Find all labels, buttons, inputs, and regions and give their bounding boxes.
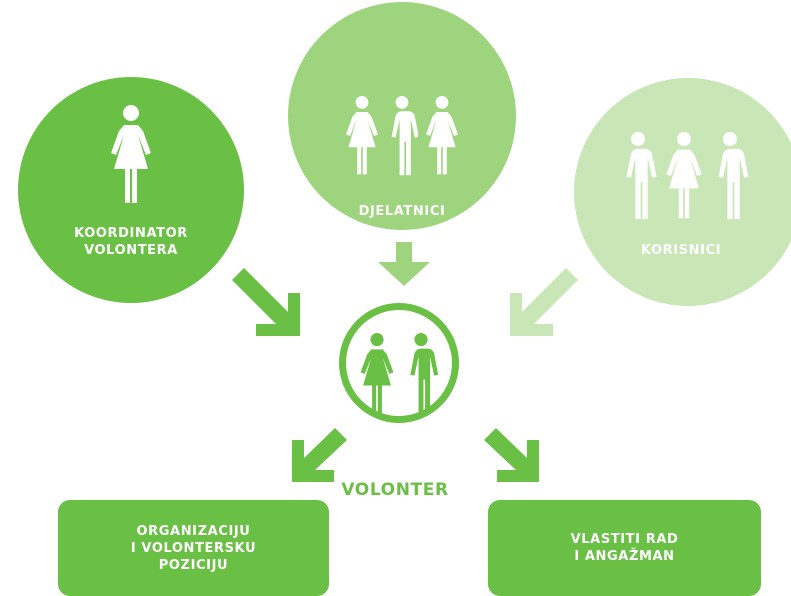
arrow-down-icon — [378, 242, 430, 286]
volunteer-circle — [339, 303, 459, 423]
arrow-down-left-icon — [292, 428, 347, 482]
users-label: KORISNICI — [640, 243, 722, 258]
female-icon — [360, 333, 394, 415]
staff-label: DJELATNICI — [358, 204, 446, 219]
staff-circle: DJELATNICI — [288, 2, 516, 230]
organization-box: ORGANIZACIJU I VOLONTERSKU POZICIJU — [58, 500, 329, 596]
coordinator-label: KOORDINATOR VOLONTERA — [74, 226, 188, 258]
male-icon — [404, 333, 438, 415]
volunteer-label: VOLONTER — [341, 480, 449, 500]
own-work-box-label: VLASTITI RAD I ANGAŽMAN — [570, 532, 679, 564]
arrow-down-left-icon — [510, 268, 578, 336]
organization-box-label: ORGANIZACIJU I VOLONTERSKU POZICIJU — [130, 523, 257, 573]
own-work-box: VLASTITI RAD I ANGAŽMAN — [488, 500, 761, 596]
arrow-down-right-icon — [232, 268, 300, 336]
volunteer-figures — [346, 333, 452, 415]
coordinator-circle: KOORDINATOR VOLONTERA — [18, 77, 244, 303]
users-circle: KORISNICI — [574, 78, 791, 306]
arrow-down-right-icon — [484, 428, 539, 482]
